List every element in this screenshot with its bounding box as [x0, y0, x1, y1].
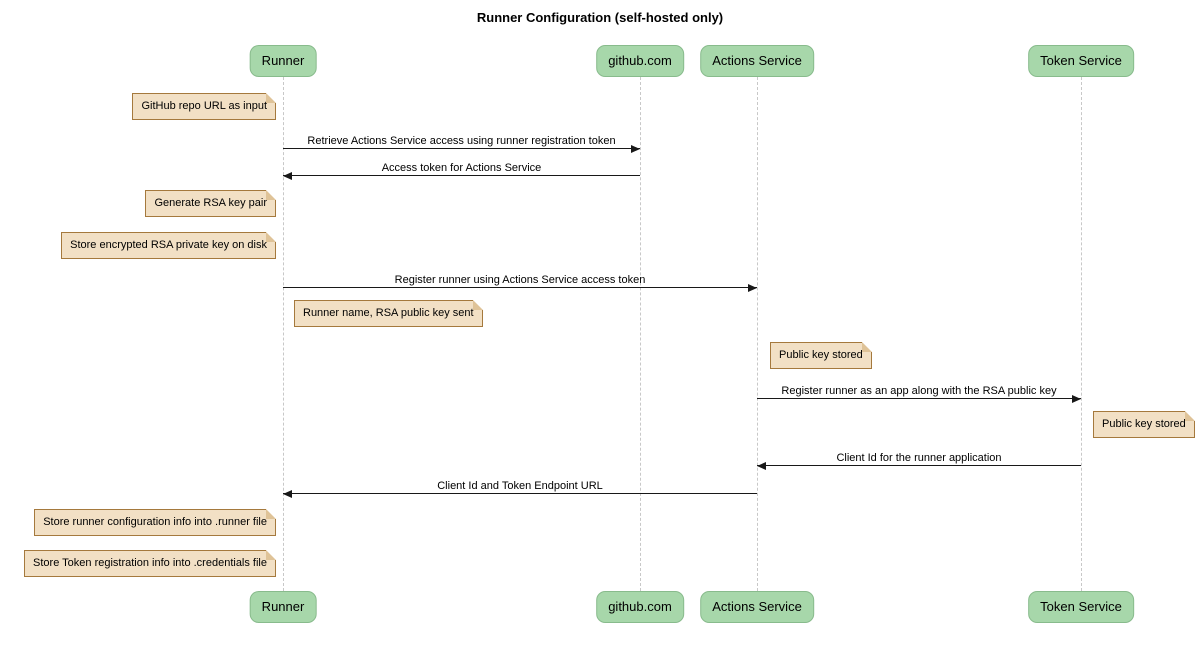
note-fold-icon [1184, 411, 1195, 421]
note-public-key-stored-token: Public key stored [1093, 411, 1195, 438]
message-label: Register runner as an app along with the… [781, 385, 1057, 397]
lifeline-github-com [640, 77, 641, 591]
message-label: Access token for Actions Service [381, 162, 542, 174]
message-line [757, 465, 1081, 466]
arrowhead-left-icon [283, 172, 292, 180]
message-label: Client Id for the runner application [836, 452, 1002, 464]
note-store-private-key: Store encrypted RSA private key on disk [61, 232, 276, 259]
participant-token-service-top: Token Service [1028, 45, 1134, 77]
message-line [757, 398, 1081, 399]
note-text: GitHub repo URL as input [141, 100, 267, 112]
message-line [283, 493, 757, 494]
lifeline-token-service [1081, 77, 1082, 591]
note-text: Public key stored [779, 349, 863, 361]
diagram-title: Runner Configuration (self-hosted only) [476, 10, 724, 25]
message-line [283, 287, 757, 288]
note-text: Runner name, RSA public key sent [303, 307, 474, 319]
participant-actions-service-top: Actions Service [700, 45, 814, 77]
note-fold-icon [266, 93, 276, 103]
lifeline-runner [283, 77, 284, 591]
note-text: Store encrypted RSA private key on disk [70, 239, 267, 251]
participant-github-com-top: github.com [596, 45, 684, 77]
note-fold-icon [472, 300, 483, 310]
participant-token-service-bottom: Token Service [1028, 591, 1134, 623]
message-register-runner: Register runner using Actions Service ac… [283, 273, 757, 292]
participant-runner-top: Runner [249, 45, 317, 77]
note-text: Generate RSA key pair [154, 197, 267, 209]
message-line [283, 148, 640, 149]
participant-runner-bottom: Runner [249, 591, 317, 623]
note-store-credentials-file: Store Token registration info into .cred… [24, 550, 276, 577]
arrowhead-right-icon [748, 284, 757, 292]
arrowhead-left-icon [757, 462, 766, 470]
note-text: Store Token registration info into .cred… [33, 557, 267, 569]
note-fold-icon [861, 342, 872, 352]
message-label: Register runner using Actions Service ac… [394, 274, 646, 286]
note-fold-icon [266, 550, 276, 560]
arrowhead-left-icon [283, 490, 292, 498]
note-text: Public key stored [1102, 418, 1186, 430]
message-label: Client Id and Token Endpoint URL [437, 480, 603, 492]
note-fold-icon [266, 232, 276, 242]
message-line [283, 175, 640, 176]
note-store-runner-file: Store runner configuration info into .ru… [34, 509, 276, 536]
note-text: Store runner configuration info into .ru… [43, 516, 267, 528]
note-generate-rsa: Generate RSA key pair [145, 190, 276, 217]
message-client-id: Client Id for the runner application [757, 451, 1081, 470]
lifeline-actions-service [757, 77, 758, 591]
arrowhead-right-icon [631, 145, 640, 153]
arrowhead-right-icon [1072, 395, 1081, 403]
note-fold-icon [266, 509, 276, 519]
message-access-token: Access token for Actions Service [283, 161, 640, 180]
message-label: Retrieve Actions Service access using ru… [307, 135, 616, 147]
participant-actions-service-bottom: Actions Service [700, 591, 814, 623]
note-public-key-stored-actions: Public key stored [770, 342, 872, 369]
participant-github-com-bottom: github.com [596, 591, 684, 623]
note-github-repo-url: GitHub repo URL as input [132, 93, 276, 120]
message-retrieve-access: Retrieve Actions Service access using ru… [283, 134, 640, 153]
note-runner-name-sent: Runner name, RSA public key sent [294, 300, 483, 327]
message-client-id-endpoint: Client Id and Token Endpoint URL [283, 479, 757, 498]
note-fold-icon [266, 190, 276, 200]
message-register-app: Register runner as an app along with the… [757, 384, 1081, 403]
